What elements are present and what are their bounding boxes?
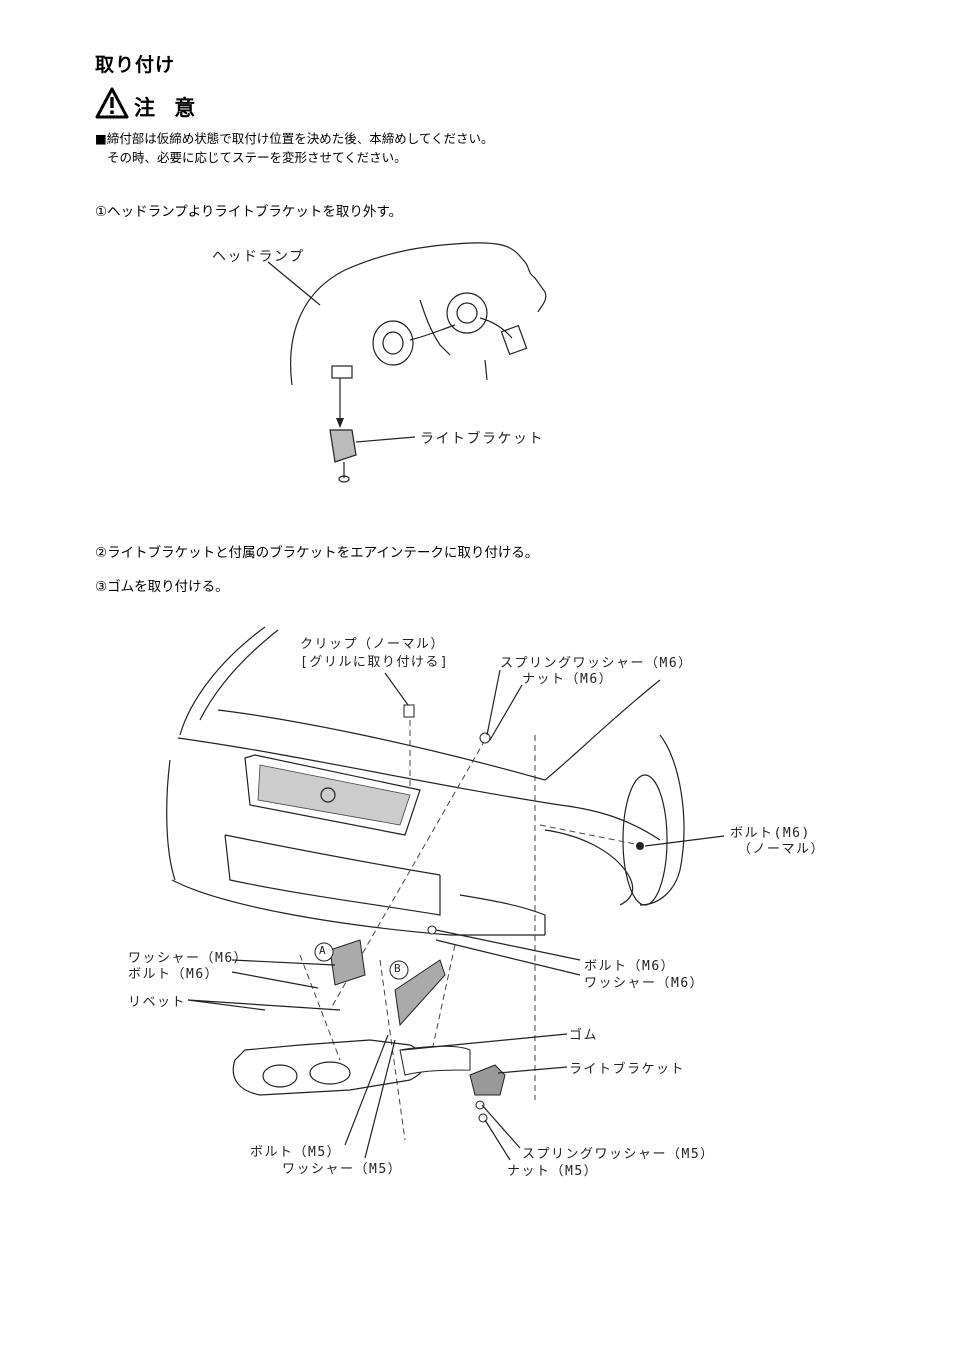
headlamp-unit [232,1039,426,1096]
marker-b-circle [389,960,409,980]
bumper-left-end [166,759,176,881]
bumper-top [177,737,661,841]
emblem [320,787,336,803]
nut-m6-part [479,732,491,744]
headlamp-lens-1 [262,1064,298,1088]
bumper-lower [171,879,545,936]
bracket-bolt-head [338,475,350,483]
caution-heading: 注 意 [134,96,202,120]
fender-outer [639,734,685,906]
hood-edge [217,709,546,781]
wiring-harness [409,299,513,356]
page-title: 取り付け [95,54,176,76]
step-2: ②ライトブラケットと付属のブラケットをエアインテークに取り付ける。 [95,545,539,561]
label-bolt-m5: ボルト（M5） [250,1145,342,1160]
label-rubber: ゴム [569,1028,599,1043]
leader-washer-m5 [364,1039,396,1159]
leader-light-bracket [497,1066,568,1074]
spring-washer-m5-part [475,1100,485,1110]
light-bracket-part [329,429,357,463]
marker-b: B [394,962,401,975]
label-nut-m6: ナット（M6） [522,672,614,687]
label-headlamp: ヘッドランプ [212,249,305,265]
hood-right [544,679,661,781]
bolt-m6-right-part [427,925,437,935]
leader-clip [384,672,409,706]
headlamp-edge [484,359,488,381]
label-washer-m6-right: ワッシャー（M6） [584,976,705,991]
connector [500,324,528,356]
bulb-inner-high [456,302,478,324]
headlamp-lens-2 [309,1061,351,1085]
leader-bolt-normal [644,835,725,847]
leader-nut-m5 [484,1119,511,1161]
leader-rivet [187,999,341,1011]
label-washer-m6-left: ワッシャー（M6） [128,951,249,966]
marker-a: A [319,944,326,957]
clip-part [403,704,415,718]
grille-mesh [257,764,411,826]
label-nut-m5: ナット（M5） [507,1164,599,1179]
label-spring-washer-m5: スプリングワッシャー（M5） [522,1147,715,1162]
leader-nut-m6 [489,684,523,741]
label-bolt-m6-left: ボルト（M6） [128,967,220,982]
leader-spring-washer-m5 [481,1104,521,1149]
caution-line-1: ■締付部は仮締め状態で取付け位置を決めた後、本締めしてください。 [95,131,494,146]
fog-recess [459,894,546,935]
bracket-leader [355,436,416,443]
label-rivet: リベット [128,995,187,1010]
guide-bolt-normal [539,824,641,846]
caution-note: ■締付部は仮締め状態で取付け位置を決めた後、本締めしてください。 その時、必要に… [95,129,494,167]
headlamp-outline [290,242,547,386]
hood-line-left-2 [199,629,279,721]
label-bolt-m6-normal-1: ボルト(M6) [730,826,811,841]
leader-bolt-m5 [344,1034,389,1146]
label-bolt-m6-normal-2: （ノーマル） [738,842,826,857]
rubber-part [399,1045,471,1076]
leader-spring-washer-m6 [486,669,501,736]
label-clip-2: [グリルに取り付ける] [300,655,450,670]
label-clip-1: クリップ（ノーマル） [300,637,446,652]
bulb-socket-high [446,292,488,334]
bolt-normal-part [636,842,644,850]
leader-rubber [401,1033,568,1051]
bulb-inner-low [382,331,404,355]
air-intake [224,834,441,916]
label-light-bracket-2: ライトブラケット [569,1062,686,1077]
bracket-b [394,959,446,1027]
wheel-arch [622,774,668,906]
label-bolt-m6-right: ボルト（M6） [584,959,676,974]
caution-line-2: その時、必要に応じてステーを変形させてください。 [107,150,407,165]
removal-arrow-head [336,418,344,428]
guide-nut-m6 [329,739,486,1011]
leader-bolt-m6-left [231,971,319,989]
leader-bolt-m6-right [435,929,581,961]
light-bracket-part-2 [469,1064,506,1096]
bracket-a [329,939,366,986]
label-light-bracket-1: ライトブラケット [420,431,544,447]
bulb-socket-low [372,320,414,366]
step-1: ①ヘッドランプよりライトブラケットを取り外す。 [95,204,403,220]
grille-outline [244,754,421,836]
warning-icon [95,87,129,119]
hood-line-left [179,626,266,736]
step-3: ③ゴムを取り付ける。 [95,579,229,595]
label-washer-m5: ワッシャー（M5） [282,1162,403,1177]
marker-a-circle [314,942,334,962]
leader-washer-m6-left [231,959,336,966]
headlamp-leader [267,261,321,306]
label-spring-washer-m6: スプリングワッシャー（M6） [500,656,693,671]
bracket-mount [331,365,353,379]
leader-washer-m6-right [435,939,581,976]
